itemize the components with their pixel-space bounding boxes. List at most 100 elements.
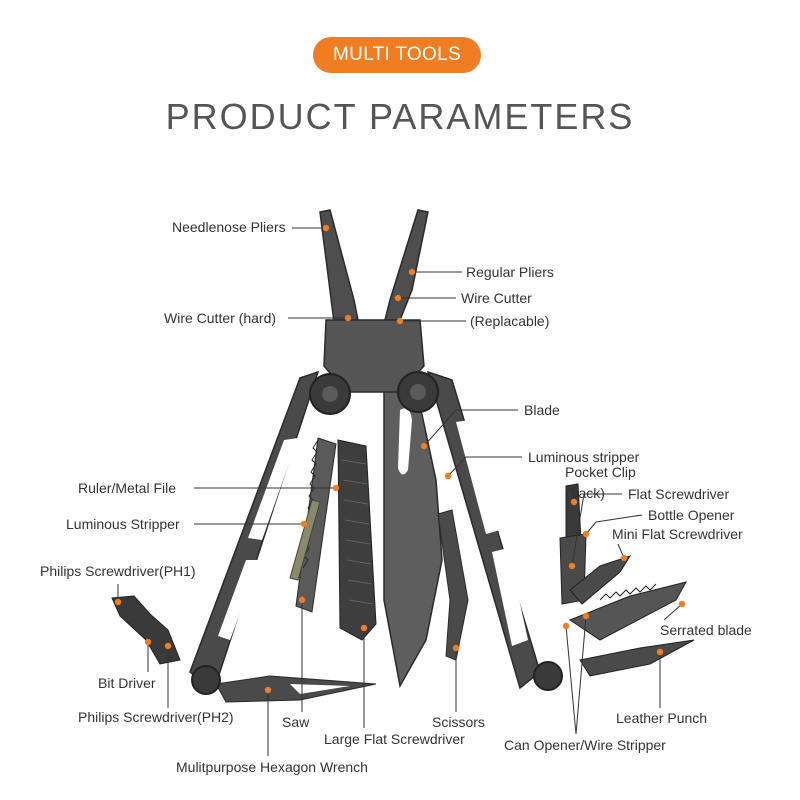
callout-dot (144, 638, 152, 646)
callout-philips-screwdriver-ph1: Philips Screwdriver(PH1) (40, 563, 196, 606)
callout-dot (656, 648, 664, 656)
callout-mini-flat-screwdriver: Mini Flat Screwdriver (612, 526, 743, 562)
multitool-body (111, 209, 695, 703)
label-philips-screwdriver-ph2: Philips Screwdriver(PH2) (78, 709, 234, 725)
callout-dot (344, 314, 352, 322)
page-title: PRODUCT PARAMETERS (165, 96, 635, 137)
label-bottle-opener: Bottle Opener (648, 507, 735, 523)
callout-serrated-blade: Serrated blade (660, 600, 752, 638)
label-large-flat-screwdriver: Large Flat Screwdriver (324, 731, 465, 747)
callout-luminous-stripper-right: Luminous stripper (444, 449, 640, 480)
callout-dot (114, 598, 122, 606)
callout-dot (408, 268, 416, 276)
callout-regular-pliers: Regular Pliers (408, 264, 554, 280)
callout-dot (360, 624, 368, 632)
callout-dot (444, 472, 452, 480)
left-bottom-pivot (191, 665, 221, 695)
callout-leather-punch: Leather Punch (616, 648, 707, 726)
callout-flat-screwdriver: Flat Screwdriver (568, 486, 729, 570)
callout-dot (620, 554, 628, 562)
label-wire-cutter-replacable: (Replacable) (470, 313, 549, 329)
right-handle-cutouts (456, 420, 528, 646)
label-can-opener-wire-stripper: Can Opener/Wire Stripper (504, 737, 666, 753)
label-luminous-stripper-left: Luminous Stripper (66, 516, 180, 532)
callout-saw: Saw (282, 596, 310, 730)
right-bottom-pivot (533, 661, 563, 691)
left-pivot-inner (322, 386, 338, 402)
label-pocket-clip: Pocket Clip (565, 464, 636, 480)
callout-pocket-clip: Pocket Clip (565, 464, 636, 506)
leader-line (447, 456, 522, 477)
label-wire-cutter-hard: Wire Cutter (hard) (164, 310, 276, 326)
callout-dot (582, 530, 590, 538)
callout-scissors: Scissors (432, 644, 485, 730)
callout-wire-cutter-hard: Wire Cutter (hard) (164, 310, 352, 326)
callout-dot (568, 562, 576, 570)
callout-dot (678, 600, 686, 608)
callout-needlenose-pliers: Needlenose Pliers (172, 219, 330, 235)
multi-tools-badge: MULTI TOOLS (313, 37, 481, 73)
label-saw: Saw (282, 714, 310, 730)
main-blade (383, 384, 443, 689)
callout-wire-cutter: Wire Cutter (394, 290, 532, 306)
serrated-teeth (599, 583, 657, 601)
callout-ruler-metal-file: Ruler/Metal File (78, 480, 340, 496)
callout-dot (582, 612, 590, 620)
callout-dot (322, 224, 330, 232)
wrench-hole (290, 684, 350, 694)
callout-dot (394, 294, 402, 302)
callout-dot (332, 484, 340, 492)
callout-dot (396, 317, 404, 325)
label-serrated-blade: Serrated blade (660, 622, 752, 638)
callout-dot (562, 622, 570, 630)
leather-punch-shape (579, 639, 695, 677)
callout-philips-screwdriver-ph2: Philips Screwdriver(PH2) (78, 642, 234, 725)
leader-line (585, 514, 643, 535)
callout-can-opener-wire-stripper: Can Opener/Wire Stripper (504, 612, 666, 753)
blade-hole (398, 408, 412, 475)
label-mini-flat-screwdriver: Mini Flat Screwdriver (612, 526, 743, 542)
label-wire-cutter: Wire Cutter (461, 290, 532, 306)
label-needlenose-pliers: Needlenose Pliers (172, 219, 286, 235)
bit-driver-shape (111, 595, 181, 665)
label-scissors: Scissors (432, 714, 485, 730)
callout-dot (300, 520, 308, 528)
metal-file (337, 439, 377, 641)
label-hexagon-wrench: Mulitpurpose Hexagon Wrench (176, 759, 368, 775)
callout-hexagon-wrench: Mulitpurpose Hexagon Wrench (176, 686, 368, 775)
serrated-blade-shape (568, 581, 687, 641)
callout-dot (570, 498, 578, 506)
left-handle-cutouts (218, 438, 298, 640)
label-leather-punch: Leather Punch (616, 710, 707, 726)
callout-wire-cutter-replacable: (Replacable) (396, 313, 549, 329)
scissors-shape (437, 509, 469, 661)
leader-line (423, 409, 518, 447)
callout-bottle-opener: Bottle Opener (582, 507, 735, 538)
label-flat-screwdriver: Flat Screwdriver (628, 486, 729, 502)
label-luminous-stripper-right: Luminous stripper (528, 449, 640, 465)
callout-large-flat-screwdriver: Large Flat Screwdriver (324, 624, 465, 747)
callout-dot (164, 642, 172, 650)
leader-line (571, 493, 622, 567)
label-blade: Blade (524, 402, 560, 418)
right-pivot-inner (410, 384, 426, 400)
file-texture (341, 459, 374, 605)
leader-line (663, 603, 683, 621)
callout-dot (452, 644, 460, 652)
callout-dot (420, 442, 428, 450)
luminous-stripper-left-shape (289, 499, 321, 581)
label-regular-pliers: Regular Pliers (466, 264, 554, 280)
mini-screwdriver-shape (569, 555, 632, 605)
callout-blade: Blade (420, 402, 560, 450)
callout-pocket-clip-back: (back) (566, 485, 605, 501)
leader-line (575, 615, 587, 735)
callout-dot (298, 596, 306, 604)
callout-dot (264, 686, 272, 694)
label-ruler-metal-file: Ruler/Metal File (78, 480, 176, 496)
label-pocket-clip-back: (back) (566, 485, 605, 501)
callout-bit-driver: Bit Driver (98, 638, 156, 691)
leader-line (565, 625, 577, 735)
